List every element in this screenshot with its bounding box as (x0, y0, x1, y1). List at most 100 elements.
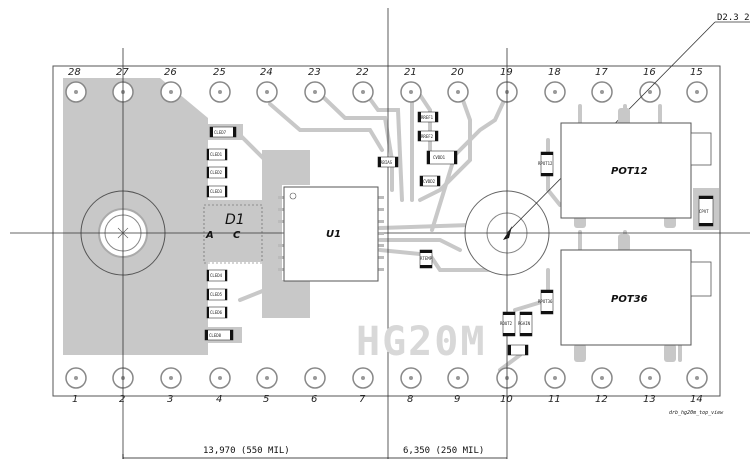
pin-label-10: 10 (500, 394, 513, 405)
pin-label-16: 16 (643, 67, 656, 78)
cled8-label: CLED8 (209, 333, 222, 338)
pad-12[interactable] (591, 367, 613, 389)
bottom-pin-row (65, 367, 708, 389)
smd-cled6[interactable]: CLED6 (206, 306, 228, 319)
pad-6[interactable] (304, 367, 326, 389)
pad-22[interactable] (352, 81, 374, 103)
smd-rgain[interactable]: RGAIN (518, 311, 533, 337)
pad-24[interactable] (256, 81, 278, 103)
rgain-label: RGAIN (518, 321, 531, 326)
silkscreen-logo: HG20M (356, 319, 486, 365)
pot36-label: POT36 (611, 294, 648, 305)
smd-rpot36[interactable]: RPOT36 (538, 289, 554, 315)
cled4-label: CLED4 (210, 273, 223, 278)
pin-label-11: 11 (548, 394, 561, 405)
dimension-right: 6,350 (250 MIL) (388, 446, 507, 459)
dimension-left: 13,970 (550 MIL) (122, 446, 388, 459)
smd-cpvt[interactable]: CPVT (693, 188, 719, 230)
footnote-label: drb_hg20m_top_view (669, 410, 724, 416)
smd-cvdd2[interactable]: CVDD2 (419, 175, 441, 187)
smd-cled5[interactable]: CLED5 (206, 288, 228, 301)
bottom-pin-labels: 1 2 3 4 5 6 7 8 9 10 11 12 13 14 (72, 394, 703, 405)
copper-pour-diode (208, 200, 262, 262)
pin-label-13: 13 (643, 394, 656, 405)
smd-cvdd1[interactable]: CVDD1 (426, 150, 458, 165)
smd-cled1[interactable]: CLED1 (206, 148, 228, 161)
pin-label-28: 28 (68, 67, 81, 78)
smd-rref2[interactable]: RREF2 (417, 130, 439, 142)
cled6-label: CLED6 (210, 310, 223, 315)
callout-label: D2.3 2 (717, 13, 750, 23)
rout2-label: ROUT2 (500, 321, 513, 326)
pin-label-2: 2 (119, 394, 125, 405)
d1-anode-label: A (205, 230, 214, 241)
pad-16[interactable] (639, 81, 661, 103)
pin-label-8: 8 (407, 394, 413, 405)
pad-5[interactable] (256, 367, 278, 389)
pin-label-26: 26 (164, 67, 177, 78)
smd-bottom-small[interactable] (507, 344, 529, 356)
pin-label-12: 12 (595, 394, 608, 405)
cled7-label: CLED7 (214, 130, 227, 135)
pin-label-17: 17 (595, 67, 608, 78)
smd-cled7[interactable]: CLED7 (203, 124, 243, 140)
pin-label-25: 25 (213, 67, 226, 78)
pad-20[interactable] (447, 81, 469, 103)
smd-rpot12[interactable]: RPOT12 (538, 151, 554, 177)
pad-21[interactable] (400, 81, 422, 103)
pin-label-4: 4 (216, 394, 222, 405)
pad-8[interactable] (400, 367, 422, 389)
rtemp-label: RTEMP (420, 256, 433, 261)
dimension-right-label: 6,350 (250 MIL) (403, 446, 484, 456)
pin-label-24: 24 (260, 67, 273, 78)
pad-15[interactable] (686, 81, 708, 103)
pad-23[interactable] (304, 81, 326, 103)
cled1-label: CLED1 (210, 152, 223, 157)
pin-label-21: 21 (404, 67, 417, 78)
pad-17[interactable] (591, 81, 613, 103)
smd-rbias[interactable]: RBIAS (377, 156, 399, 168)
diode-d1[interactable]: D1 A C (203, 204, 263, 264)
pad-4[interactable] (209, 367, 231, 389)
pin-label-6: 6 (311, 394, 317, 405)
rpot36-label: RPOT36 (538, 299, 553, 304)
pad-26[interactable] (160, 81, 182, 103)
pad-18[interactable] (544, 81, 566, 103)
pin-label-23: 23 (308, 67, 321, 78)
d1-label: D1 (225, 212, 245, 228)
pin-label-5: 5 (263, 394, 269, 405)
smd-rout2[interactable]: ROUT2 (500, 311, 516, 337)
pad-7[interactable] (352, 367, 374, 389)
top-pin-row (65, 81, 708, 103)
smd-cled2[interactable]: CLED2 (206, 166, 228, 179)
pad-9[interactable] (447, 367, 469, 389)
rref1-label: RREF1 (421, 115, 434, 120)
ic-u1[interactable]: U1 (278, 186, 384, 282)
smd-rref1[interactable]: RREF1 (417, 111, 439, 123)
pad-28[interactable] (65, 81, 87, 103)
smd-cled3[interactable]: CLED3 (206, 185, 228, 198)
pad-14[interactable] (686, 367, 708, 389)
pad-25[interactable] (209, 81, 231, 103)
pad-11[interactable] (544, 367, 566, 389)
pad-3[interactable] (160, 367, 182, 389)
pin-label-22: 22 (356, 67, 369, 78)
smd-rtemp[interactable]: RTEMP (419, 249, 433, 269)
cled5-label: CLED5 (210, 292, 223, 297)
cled2-label: CLED2 (210, 170, 223, 175)
cvdd1-label: CVDD1 (433, 155, 446, 160)
copper-pour-u1-left (262, 150, 310, 318)
rpot12-label: RPOT12 (538, 161, 553, 166)
pot36[interactable]: POT36 (560, 234, 712, 362)
d1-cathode-label: C (233, 230, 241, 241)
left-hole-cross (117, 227, 129, 239)
pad-1[interactable] (65, 367, 87, 389)
smd-cled4[interactable]: CLED4 (206, 269, 228, 282)
pin-label-19: 19 (500, 67, 513, 78)
pin-label-14: 14 (690, 394, 703, 405)
smd-cled8[interactable]: CLED8 (200, 327, 242, 343)
u1-label: U1 (326, 229, 341, 240)
pad-13[interactable] (639, 367, 661, 389)
pot12[interactable]: POT12 (560, 108, 712, 228)
